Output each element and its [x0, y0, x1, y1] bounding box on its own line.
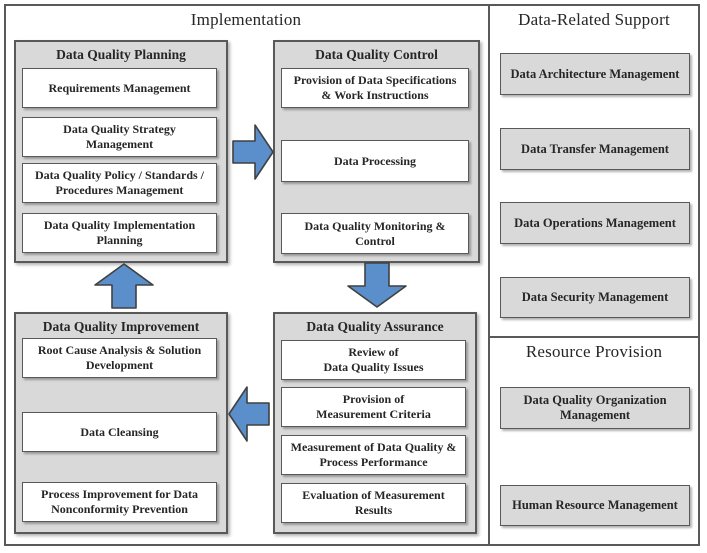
box-review-of-data-quality-issues: Review of Data Quality Issues [281, 340, 466, 380]
resource-provision-title: Resource Provision [525, 342, 663, 361]
group-data-quality-planning: Data Quality Planning Requirements Manag… [14, 40, 228, 263]
group-data-quality-improvement: Data Quality Improvement Root Cause Anal… [14, 312, 228, 534]
group-data-quality-assurance: Data Quality Assurance Review of Data Qu… [273, 312, 477, 534]
implementation-section-title: Implementation [190, 10, 302, 29]
outer-border [4, 4, 700, 546]
arrow-improvement-to-planning-icon [94, 263, 154, 309]
group-title-planning: Data Quality Planning [56, 47, 186, 62]
box-data-cleansing: Data Cleansing [22, 412, 217, 452]
arrow-control-to-assurance-icon [347, 262, 407, 308]
box-root-cause-analysis-solution-development: Root Cause Analysis & Solution Developme… [22, 338, 217, 378]
box-process-improvement-nonconformity-prevention: Process Improvement for Data Nonconformi… [22, 482, 217, 522]
box-data-quality-strategy-management: Data Quality Strategy Management [22, 117, 217, 157]
box-data-quality-monitoring-control: Data Quality Monitoring & Control [281, 213, 469, 254]
box-data-security-management: Data Security Management [500, 277, 690, 318]
data-related-support-title: Data-Related Support [518, 10, 670, 29]
box-data-transfer-management: Data Transfer Management [500, 128, 690, 170]
group-title-assurance: Data Quality Assurance [306, 319, 444, 334]
arrow-assurance-to-improvement-icon [228, 386, 270, 442]
section-vertical-divider [488, 4, 490, 546]
box-evaluation-of-measurement-results: Evaluation of Measurement Results [281, 483, 466, 523]
box-measurement-of-data-quality-process-performance: Measurement of Data Quality & Process Pe… [281, 435, 466, 475]
box-provision-of-measurement-criteria: Provision of Measurement Criteria [281, 387, 466, 427]
arrow-planning-to-control-icon [232, 124, 274, 180]
box-provision-of-data-specifications: Provision of Data Specifications & Work … [281, 68, 469, 108]
section-horizontal-divider [488, 336, 700, 338]
box-policy-standards-procedures-management: Data Quality Policy / Standards / Proced… [22, 163, 217, 203]
box-data-quality-organization-management: Data Quality Organization Management [500, 387, 690, 429]
box-data-operations-management: Data Operations Management [500, 202, 690, 244]
box-human-resource-management: Human Resource Management [500, 485, 690, 526]
group-data-quality-control: Data Quality Control Provision of Data S… [273, 40, 480, 263]
group-title-control: Data Quality Control [315, 47, 438, 62]
group-title-improvement: Data Quality Improvement [42, 319, 200, 334]
box-data-processing: Data Processing [281, 140, 469, 182]
box-requirements-management: Requirements Management [22, 68, 217, 108]
box-data-architecture-management: Data Architecture Management [500, 53, 690, 95]
box-data-quality-implementation-planning: Data Quality Implementation Planning [22, 213, 217, 253]
